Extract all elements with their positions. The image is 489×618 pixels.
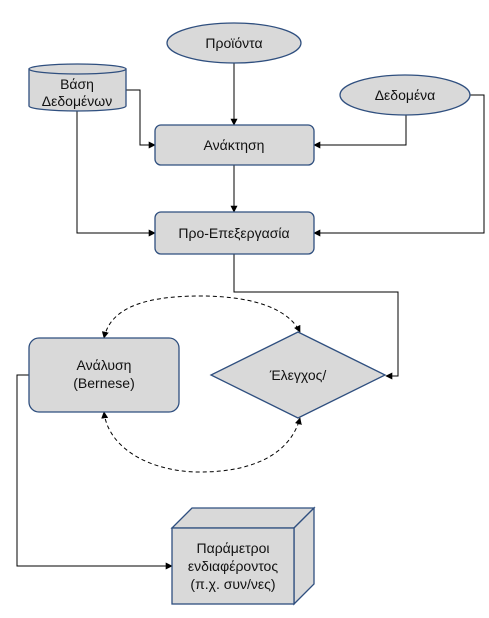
- edge-preprocessing-check: [233, 254, 399, 380]
- edge-database-retrieval: [126, 89, 156, 149]
- parameters-label-line1: Παράμετροι: [197, 540, 270, 556]
- parameters-label-line3: (π.χ. συν/νες): [190, 576, 275, 592]
- analysis-label-line2: (Bernese): [73, 375, 134, 391]
- edge-analysis-parameters: [16, 374, 173, 570]
- database-label-line2: Δεδομένων: [42, 93, 112, 109]
- node-analysis: Ανάλυση (Bernese): [28, 337, 180, 413]
- parameters-label-line2: ενδιαφέροντος: [188, 558, 278, 574]
- node-data: Δεδομένα: [339, 74, 471, 116]
- loop-top-arc: [101, 295, 301, 339]
- node-parameters: Παράμετροι ενδιαφέροντος (π.χ. συν/νες): [170, 506, 316, 606]
- preprocessing-label: Προ-Επεξεργασία: [178, 225, 289, 241]
- node-retrieval: Ανάκτηση: [154, 124, 315, 166]
- loop-bottom-arc: [101, 411, 302, 473]
- edge-data-retrieval: [313, 115, 407, 149]
- data-label: Δεδομένα: [375, 87, 436, 103]
- analysis-label-line1: Ανάλυση: [77, 357, 132, 373]
- edge-database-preprocessing: [76, 107, 156, 237]
- database-label-line1: Βάση: [60, 76, 94, 92]
- node-products: Προϊόντα: [166, 22, 302, 64]
- node-database: Βάση Δεδομένων: [28, 63, 127, 112]
- retrieval-label: Ανάκτηση: [204, 137, 265, 153]
- node-preprocessing: Προ-Επεξεργασία: [154, 211, 315, 255]
- edges: [16, 62, 485, 570]
- edge-data-preprocessing: [313, 94, 485, 237]
- node-check: Έλεγχος/: [209, 331, 387, 419]
- products-label: Προϊόντα: [205, 35, 262, 51]
- check-label: Έλεγχος/: [269, 367, 327, 383]
